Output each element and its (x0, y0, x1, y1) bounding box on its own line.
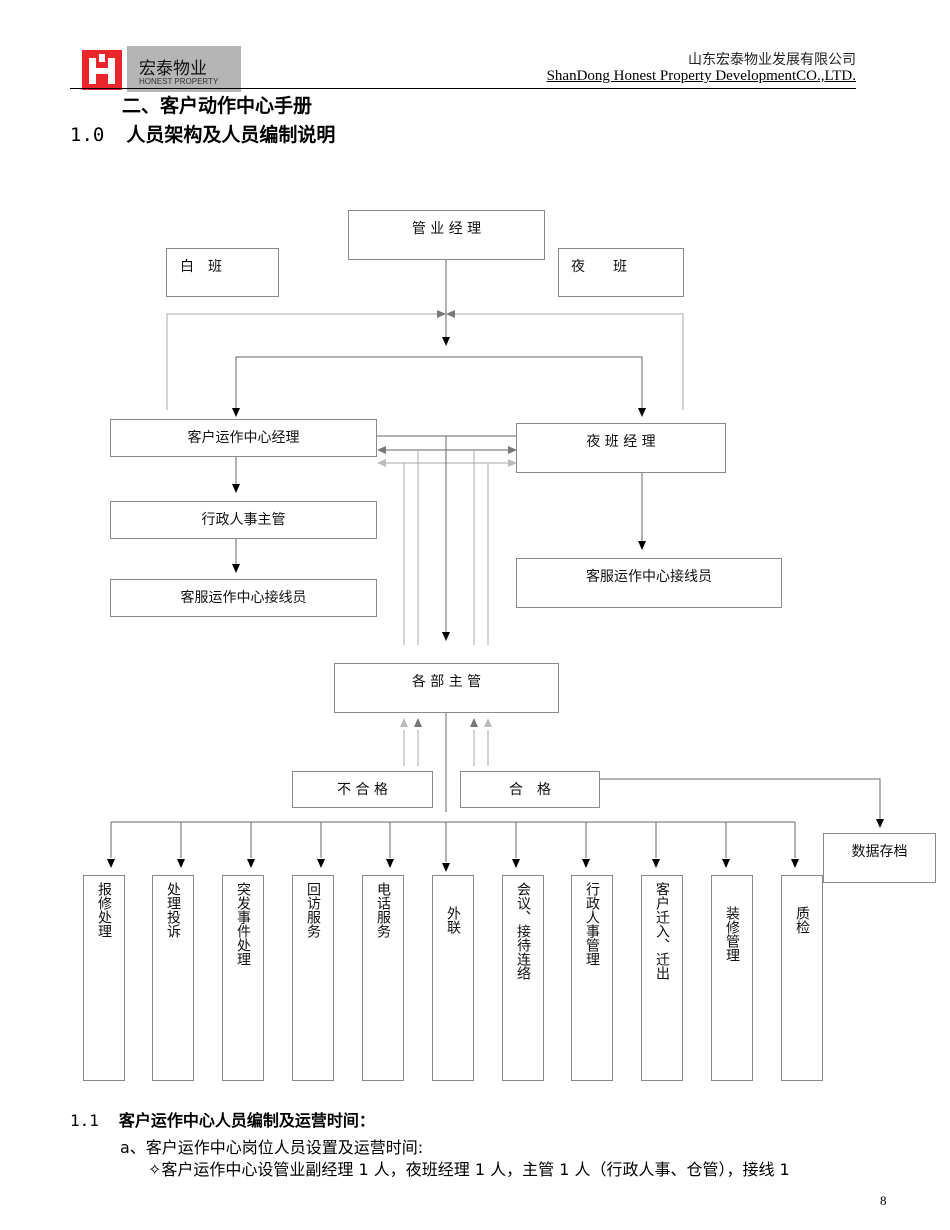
box-day-shift: 白 班 (166, 248, 279, 297)
box-label: 夜 班 经 理 (586, 434, 656, 450)
box-center-manager: 客户运作中心经理 (110, 419, 377, 457)
page-number: 8 (880, 1193, 887, 1208)
logo-text: 宏泰物业 (139, 59, 207, 79)
subsection-number: 1.0 (70, 124, 105, 146)
box-label: 客服运作中心接线员 (180, 590, 307, 606)
box-operator-left: 客服运作中心接线员 (110, 579, 377, 617)
company-name-cn: 山东宏泰物业发展有限公司 (688, 52, 856, 68)
box-label: 合 格 (509, 782, 551, 798)
box-label: 管 业 经 理 (411, 221, 482, 237)
box-label: 数据存档 (851, 844, 908, 860)
box-night-shift: 夜 班 (558, 248, 684, 297)
task-emergency: 突发事件处理 (222, 875, 264, 1081)
box-pass: 合 格 (460, 771, 600, 808)
section-1-1-title: 客户运作中心人员编制及运营时间： (118, 1111, 375, 1130)
box-night-manager: 夜 班 经 理 (516, 423, 726, 473)
task-move: 客户迁入、迁出 (641, 875, 683, 1081)
box-label: 客户运作中心经理 (187, 430, 300, 446)
task-admin: 行政人事管理 (571, 875, 613, 1081)
box-admin-supervisor: 行政人事主管 (110, 501, 377, 539)
box-dept-supervisor: 各 部 主 管 (334, 663, 559, 713)
company-logo-mark (82, 50, 122, 90)
paragraph-b: ✧客户运作中心设管业副经理 1 人，夜班经理 1 人，主管 1 人（行政人事、仓… (148, 1160, 790, 1179)
task-complaints: 处理投诉 (152, 875, 194, 1081)
logo-subtext: HONEST PROPERTY (139, 77, 219, 86)
task-meetings: 会议、接待连络 (502, 875, 544, 1081)
subsection-heading: 1.0 人员架构及人员编制说明 (70, 120, 335, 147)
box-property-manager: 管 业 经 理 (348, 210, 545, 260)
box-label: 各 部 主 管 (411, 674, 482, 690)
logo-panel (127, 46, 241, 92)
box-label: 白 班 (180, 259, 222, 275)
task-phone: 电话服务 (362, 875, 404, 1081)
task-repair: 报修处理 (83, 875, 125, 1081)
header-rule (70, 88, 856, 89)
subsection-title: 人员架构及人员编制说明 (126, 124, 336, 146)
section-1-1-heading: 1.1 客户运作中心人员编制及运营时间： (70, 1107, 375, 1131)
task-quality: 质检 (781, 875, 823, 1081)
box-operator-right: 客服运作中心接线员 (516, 558, 782, 608)
box-label: 行政人事主管 (201, 512, 286, 528)
box-archive: 数据存档 (823, 833, 936, 883)
box-label: 夜 班 (571, 259, 627, 275)
box-label: 客服运作中心接线员 (586, 569, 712, 585)
box-fail: 不 合 格 (292, 771, 433, 808)
box-label: 不 合 格 (337, 782, 388, 798)
task-decoration: 装修管理 (711, 875, 753, 1081)
section-1-1-number: 1.1 (70, 1111, 99, 1130)
section-title: 二、客户动作中心手册 (122, 95, 313, 117)
company-name-en: ShanDong Honest Property DevelopmentCO.,… (546, 68, 856, 84)
task-revisit: 回访服务 (292, 875, 334, 1081)
task-external: 外联 (432, 875, 474, 1081)
paragraph-a: a、客户运作中心岗位人员设置及运营时间: (120, 1138, 424, 1157)
